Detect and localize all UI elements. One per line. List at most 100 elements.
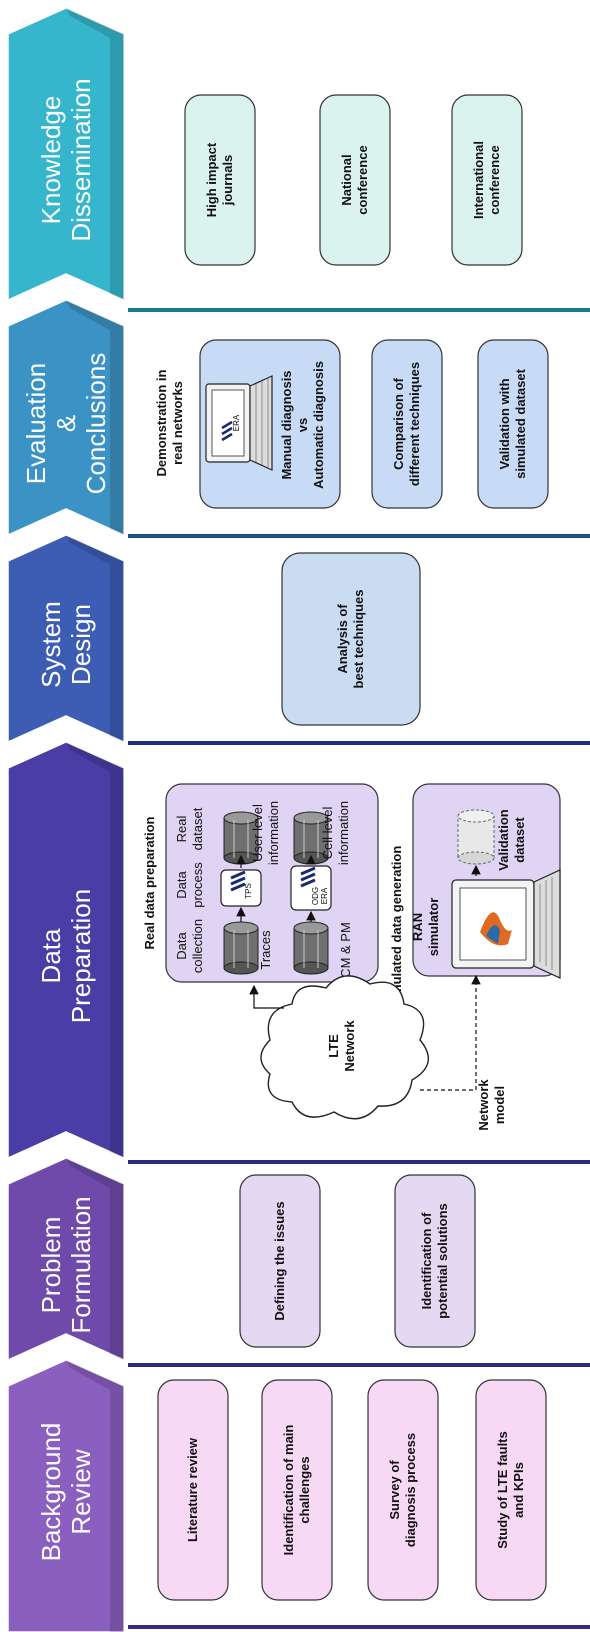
svg-text:CM & PM: CM & PM bbox=[338, 922, 353, 978]
text-line: Network bbox=[476, 1079, 491, 1131]
text-line: information bbox=[336, 801, 351, 865]
phase-label: Conclusions bbox=[81, 353, 111, 495]
text-line: collection bbox=[190, 919, 205, 973]
text-line: Literature review bbox=[185, 1437, 200, 1542]
phase-label: Dissemination bbox=[66, 78, 96, 241]
text-line: potential solutions bbox=[435, 1203, 450, 1319]
text-line: Identification of main bbox=[281, 1425, 296, 1556]
text-line: diagnosis process bbox=[403, 1433, 418, 1547]
svg-text:Real data preparation: Real data preparation bbox=[142, 816, 157, 949]
text-line: User level bbox=[250, 804, 265, 862]
text-line: model bbox=[492, 1086, 507, 1124]
svg-text:Traces: Traces bbox=[258, 930, 273, 970]
phase-chevron-evaluation: Evaluation&Conclusions bbox=[7, 299, 125, 537]
phase-label: Preparation bbox=[66, 889, 96, 1023]
box-validation bbox=[477, 339, 549, 509]
phase-label: Background bbox=[36, 1423, 66, 1562]
text-line: challenges bbox=[297, 1456, 312, 1523]
label-cm-pm: CM & PM bbox=[338, 922, 353, 978]
box-comparison bbox=[371, 339, 443, 509]
text-line: Data bbox=[174, 871, 189, 899]
box-literature-review bbox=[157, 1379, 229, 1601]
phase-label: Design bbox=[66, 604, 96, 685]
arrow-cloud-to-sim bbox=[420, 974, 481, 1091]
svg-text:TPS: TPS bbox=[244, 883, 253, 899]
phase-label: Knowledge bbox=[36, 96, 66, 225]
arrow-cloud-to-real bbox=[249, 984, 284, 1009]
text-line: High impact bbox=[204, 142, 219, 217]
background-review-boxes: Literature review Identification of main… bbox=[157, 1379, 547, 1601]
phase-label: Data bbox=[36, 928, 66, 983]
text-line: conference bbox=[355, 145, 370, 214]
text-line: simulator bbox=[426, 898, 441, 957]
laptop-icon bbox=[205, 375, 273, 471]
sim-data-title: Simulated data generation bbox=[389, 846, 404, 1009]
text-line: Comparison of bbox=[391, 377, 406, 469]
database-icon bbox=[223, 921, 259, 975]
text-line: Identification of bbox=[419, 1212, 434, 1309]
text-line: dataset bbox=[190, 807, 205, 850]
label-traces: Traces bbox=[258, 930, 273, 970]
text-line: information bbox=[266, 801, 281, 865]
svg-text:ODG: ODG bbox=[311, 887, 320, 905]
tps-label: TPS bbox=[244, 883, 253, 899]
real-data-title: Real data preparation bbox=[142, 816, 157, 949]
text-line: Automatic diagnosis bbox=[311, 361, 326, 489]
odg-era-tool-icon bbox=[290, 865, 332, 911]
text-line: International bbox=[471, 141, 486, 219]
text-line: journals bbox=[220, 155, 235, 207]
text-line: Data bbox=[174, 932, 189, 960]
tps-tool-icon bbox=[220, 869, 262, 907]
phase-label: Formulation bbox=[66, 1196, 96, 1333]
phase-label: Review bbox=[66, 1449, 96, 1534]
text-defining-issues: Defining the issues bbox=[272, 1201, 287, 1320]
text-line: dataset bbox=[512, 817, 527, 863]
text-line: Validation with bbox=[497, 378, 512, 469]
box-potential-solutions bbox=[394, 1174, 476, 1348]
data-preparation-section: Real data preparation Simulated data gen… bbox=[142, 783, 561, 1131]
text-line: Study of LTE faults bbox=[495, 1431, 510, 1548]
text-line: process bbox=[190, 862, 205, 908]
phase-label: System bbox=[36, 601, 66, 688]
text-line: Analysis of bbox=[335, 604, 350, 674]
cloud-icon bbox=[260, 975, 429, 1120]
box-international bbox=[451, 94, 523, 266]
box-survey-diagnosis bbox=[367, 1379, 439, 1601]
svg-text:ERA: ERA bbox=[320, 887, 329, 904]
phase-label: & bbox=[51, 415, 81, 432]
phase-separators bbox=[128, 308, 590, 1629]
odg-label: ODG bbox=[311, 887, 320, 905]
text-line: Survey of bbox=[387, 1460, 402, 1520]
text-line: RAN bbox=[410, 913, 425, 941]
database-icon bbox=[293, 921, 329, 975]
text-line: Network bbox=[342, 1020, 357, 1072]
box-defining-issues bbox=[239, 1174, 321, 1348]
phase-label: Problem bbox=[36, 1217, 66, 1314]
